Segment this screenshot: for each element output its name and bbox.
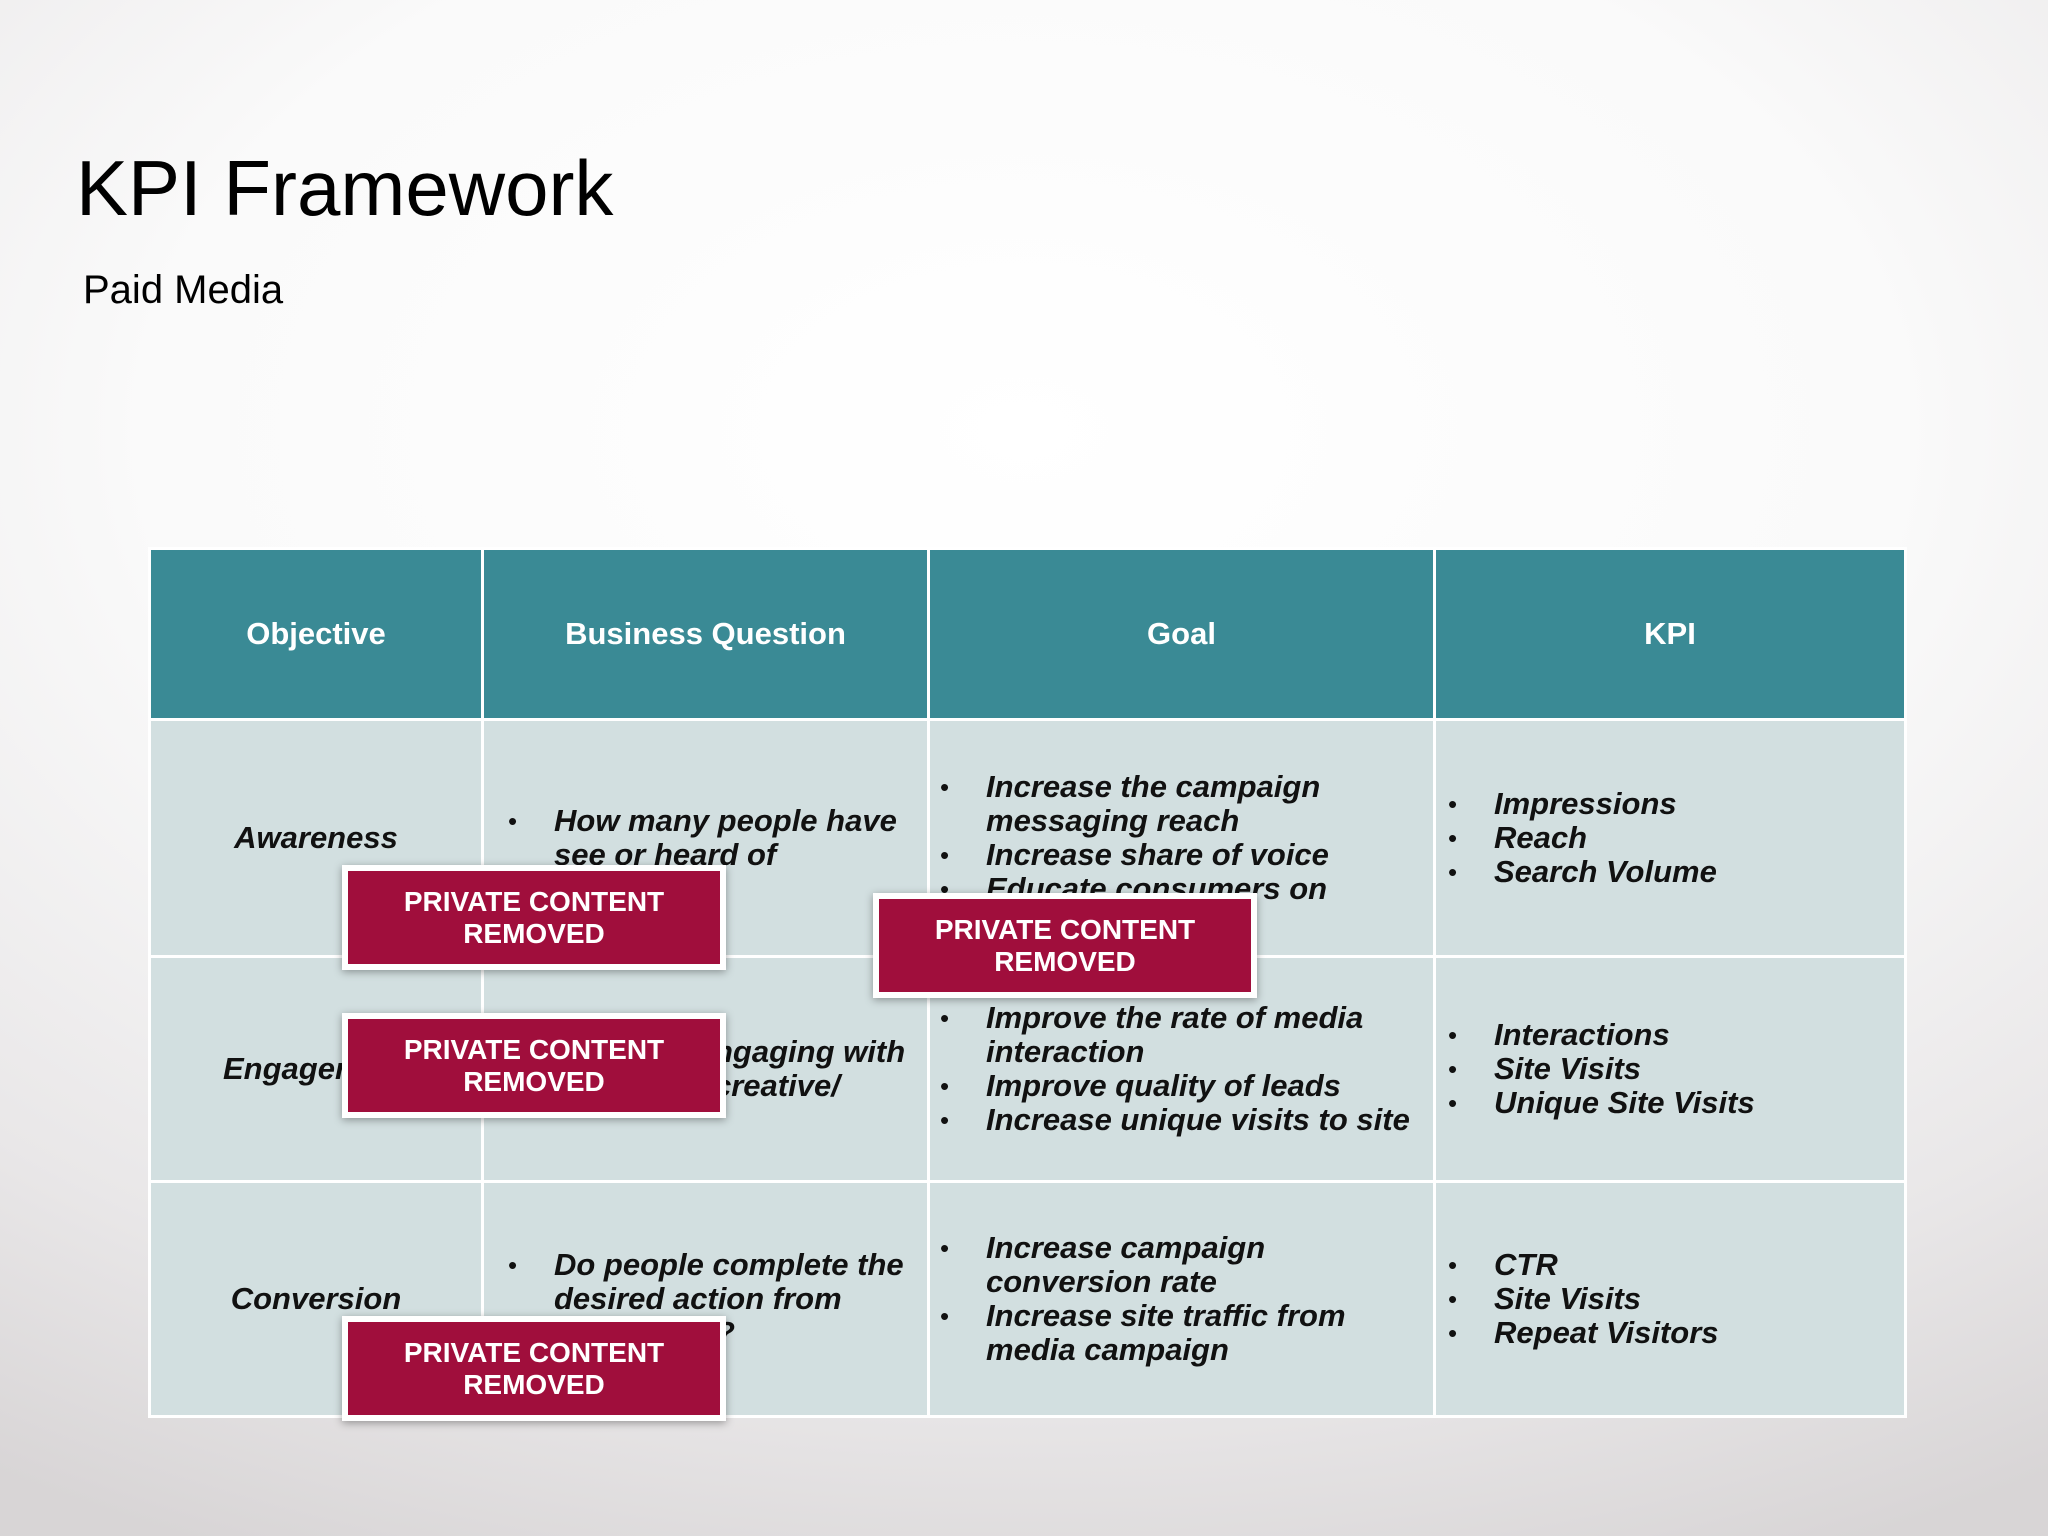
slide-title: KPI Framework <box>76 144 614 232</box>
slide-subtitle: Paid Media <box>83 268 284 312</box>
goal-item: Improve quality of leads <box>940 1069 1423 1104</box>
objective-cell: Awareness <box>148 718 484 958</box>
kpi-cell: CTR Site Visits Repeat Visitors <box>1433 1180 1907 1418</box>
kpi-list: Interactions Site Visits Unique Site Vis… <box>1436 1018 1904 1121</box>
kpi-item: Site Visits <box>1448 1052 1894 1087</box>
kpi-item: Search Volume <box>1448 855 1894 890</box>
table-row: Awareness How many people have see or he… <box>148 718 1907 958</box>
header-business-question: Business Question <box>481 547 930 721</box>
kpi-cell: Interactions Site Visits Unique Site Vis… <box>1433 955 1907 1183</box>
goal-item: Increase share of voice <box>940 838 1423 873</box>
kpi-item: Interactions <box>1448 1018 1894 1053</box>
goal-list: Increase the campaign messaging reach In… <box>930 770 1433 907</box>
kpi-item: Unique Site Visits <box>1448 1086 1894 1121</box>
goal-cell: Increase campaign conversion rate Increa… <box>927 1180 1436 1418</box>
question-item: How many people have see or heard of <box>508 804 917 872</box>
objective-cell: Conversion <box>148 1180 484 1418</box>
kpi-item: CTR <box>1448 1248 1894 1283</box>
kpi-item: Reach <box>1448 821 1894 856</box>
header-kpi: KPI <box>1433 547 1907 721</box>
private-content-redaction: PRIVATE CONTENT REMOVED <box>873 893 1257 998</box>
objective-label: Awareness <box>234 820 398 855</box>
objective-label: Engager <box>223 1051 348 1086</box>
question-list: How many people have see or heard of <box>484 804 927 872</box>
goal-list: Improve the rate of media interaction Im… <box>930 1001 1433 1138</box>
goal-list: Increase campaign conversion rate Increa… <box>930 1231 1433 1367</box>
header-objective: Objective <box>148 547 484 721</box>
private-content-redaction: PRIVATE CONTENT REMOVED <box>342 1316 726 1421</box>
objective-label: Conversion <box>230 1281 402 1316</box>
goal-item: Improve the rate of media interaction <box>940 1001 1423 1069</box>
table-header-row: Objective Business Question Goal KPI <box>148 547 1907 721</box>
private-content-redaction: PRIVATE CONTENT REMOVED <box>342 865 726 970</box>
kpi-item: Repeat Visitors <box>1448 1316 1894 1351</box>
goal-item: Increase campaign conversion rate <box>940 1231 1423 1299</box>
header-goal: Goal <box>927 547 1436 721</box>
objective-cell: Engager <box>148 955 484 1183</box>
kpi-item: Impressions <box>1448 787 1894 822</box>
goal-item: Increase the campaign messaging reach <box>940 770 1423 838</box>
private-content-redaction: PRIVATE CONTENT REMOVED <box>342 1013 726 1118</box>
goal-item: Increase unique visits to site <box>940 1103 1423 1138</box>
kpi-list: CTR Site Visits Repeat Visitors <box>1436 1248 1904 1351</box>
kpi-item: Site Visits <box>1448 1282 1894 1317</box>
goal-item: Increase site traffic from media campaig… <box>940 1299 1423 1367</box>
kpi-list: Impressions Reach Search Volume <box>1436 787 1904 890</box>
question-text: ngaging with creative/ <box>714 1034 906 1103</box>
kpi-cell: Impressions Reach Search Volume <box>1433 718 1907 958</box>
